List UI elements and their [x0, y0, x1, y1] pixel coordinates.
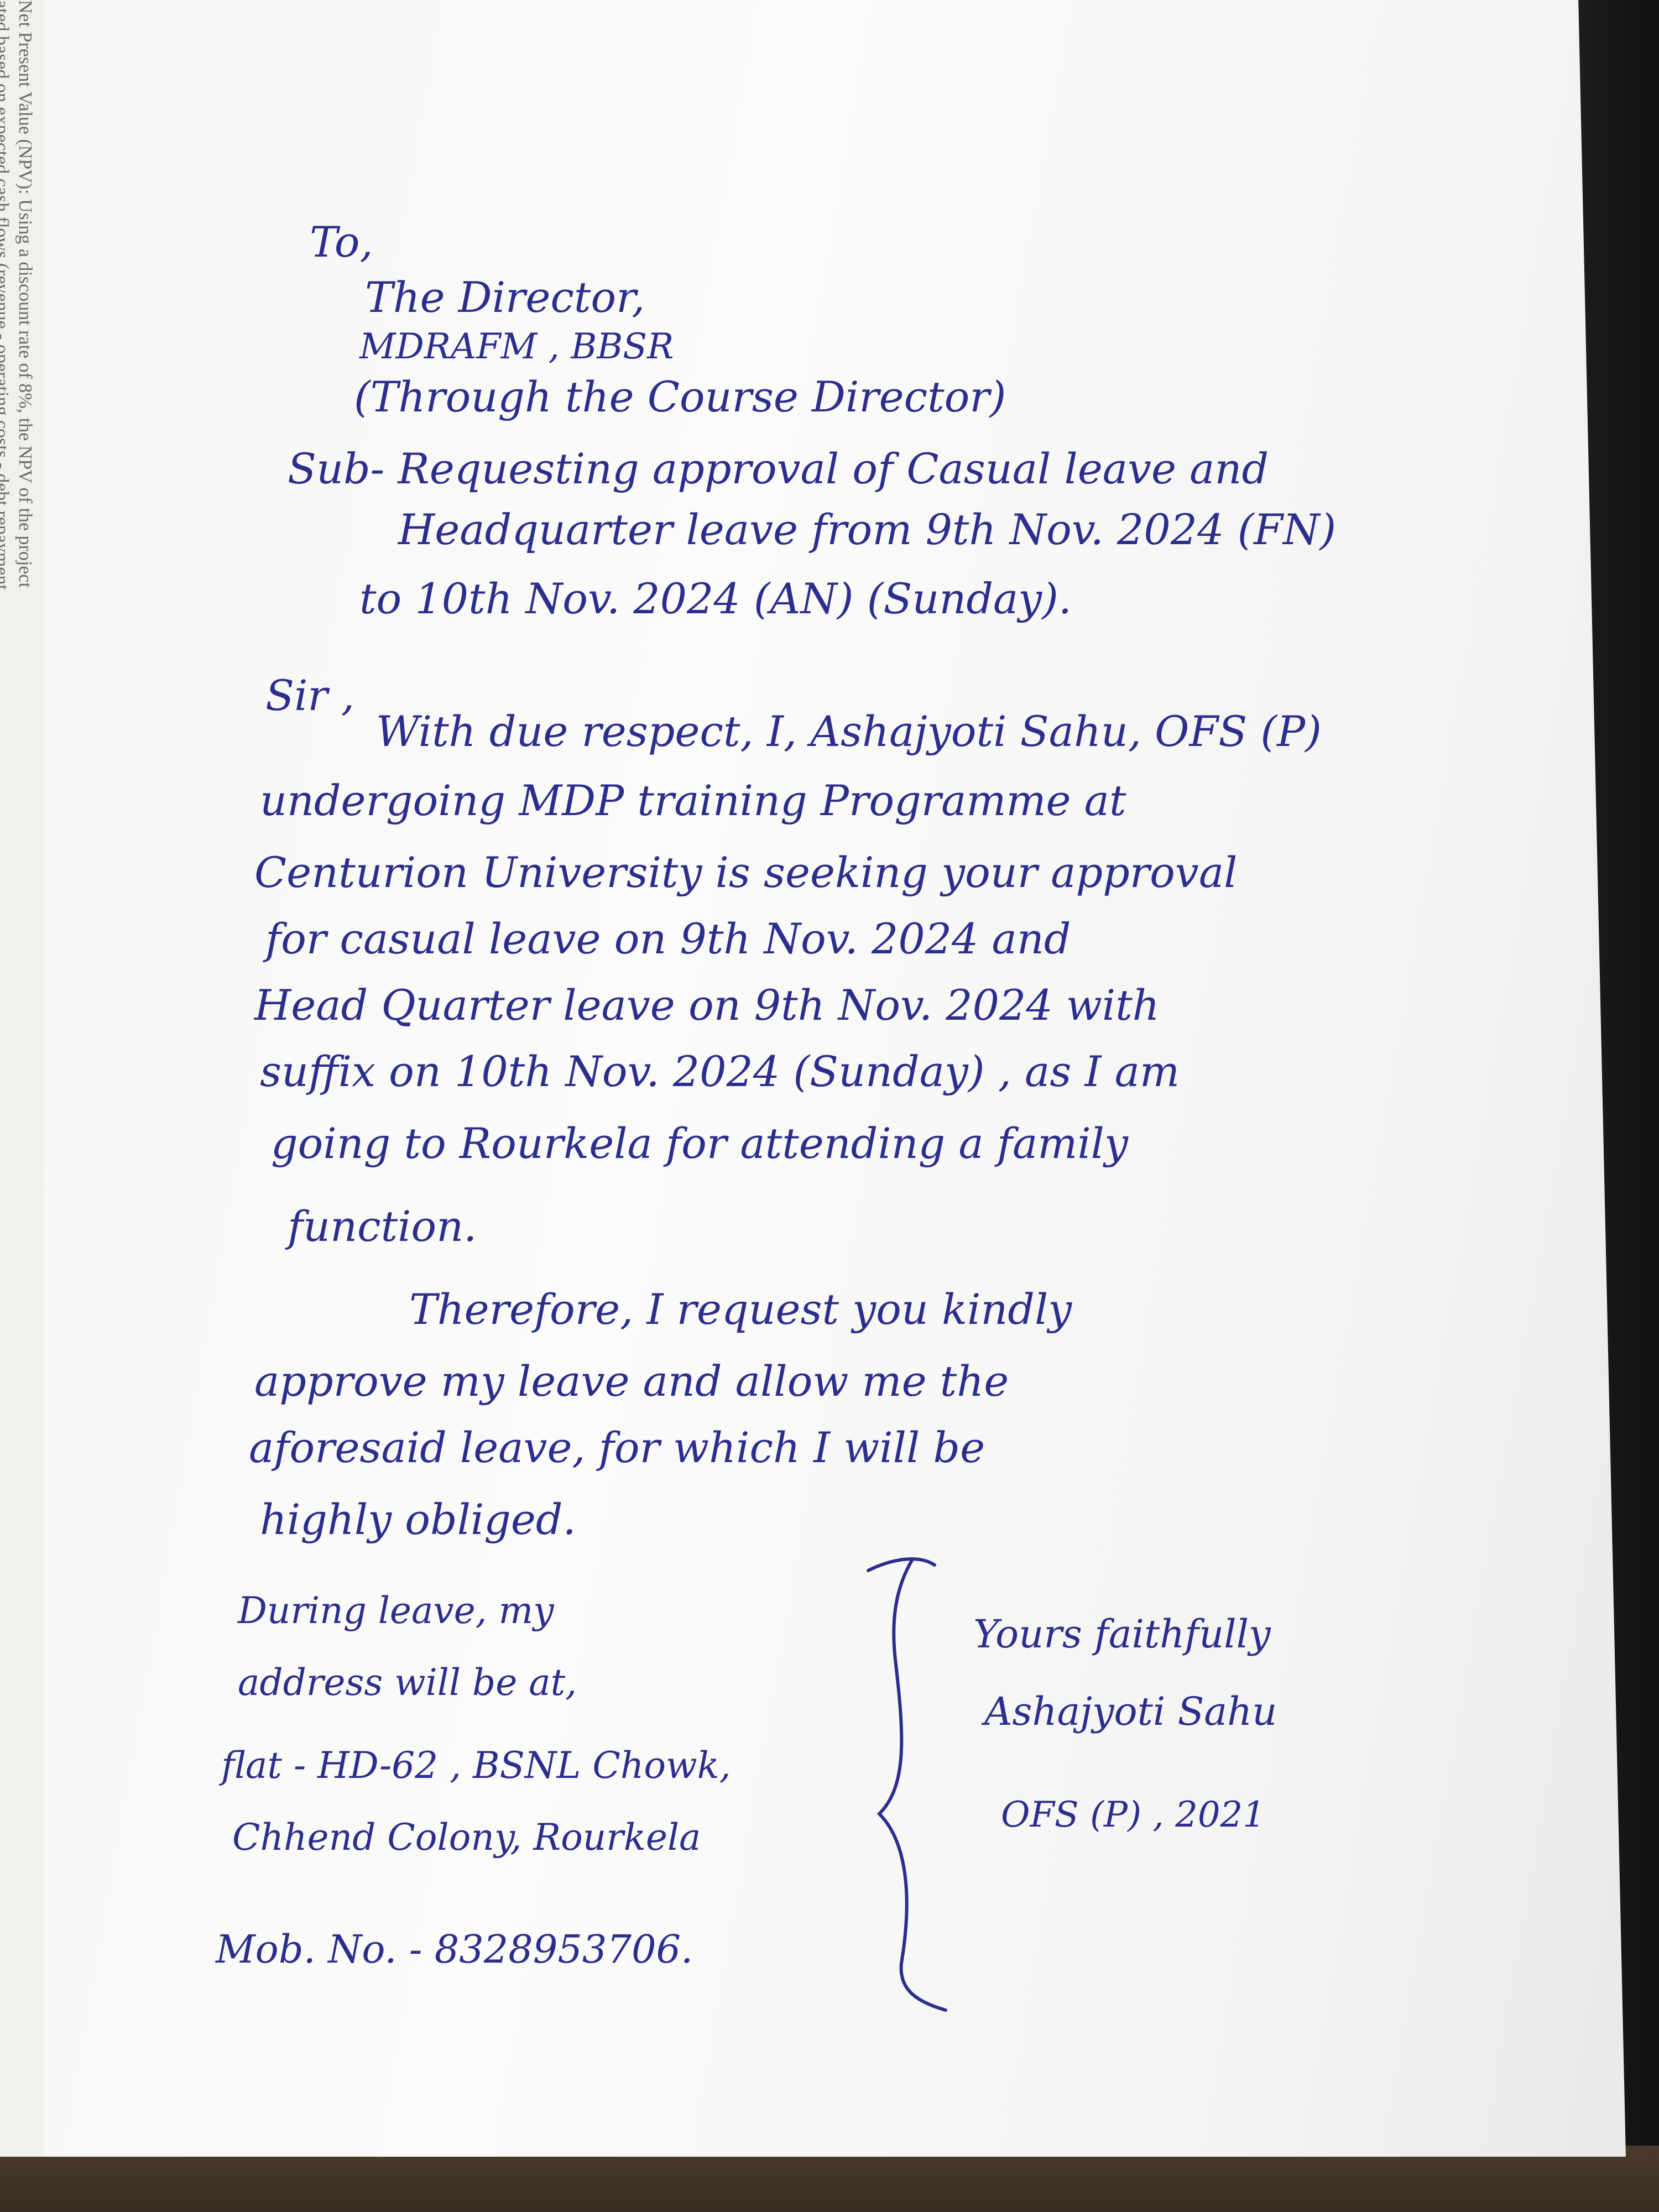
salutation-to: To,: [310, 217, 373, 267]
body-line: suffix on 10th Nov. 2024 (Sunday) , as I…: [260, 1047, 1180, 1096]
body-line: going to Rourkela for attending a family: [271, 1119, 1128, 1168]
underlying-line: Net Present Value (NPV): Using a discoun…: [15, 0, 35, 588]
signature-name: Ashajyoti Sahu: [984, 1689, 1277, 1734]
curly-brace-divider: [867, 1557, 947, 2012]
body-line: approve my leave and allow me the: [254, 1357, 1009, 1406]
underlying-line: ated based on expected cash flows (reven…: [0, 0, 12, 590]
subject-line-3: to 10th Nov. 2024 (AN) (Sunday).: [359, 574, 1072, 623]
address-line: Chhend Colony, Rourkela: [232, 1816, 701, 1859]
recipient-line-1: The Director,: [365, 273, 645, 322]
body-line: Centurion University is seeking your app…: [254, 848, 1238, 897]
closing: Yours faithfully: [973, 1611, 1271, 1657]
subject-line-2: Headquarter leave from 9th Nov. 2024 (FN…: [398, 505, 1337, 554]
underlying-printed-text: Net Present Value (NPV): Using a discoun…: [0, 0, 36, 995]
body-line: highly obliged.: [260, 1495, 576, 1544]
body-line: Therefore, I request you kindly: [409, 1285, 1072, 1334]
subject-line-1: Sub- Requesting approval of Casual leave…: [288, 444, 1269, 493]
body-line: With due respect, I, Ashajyoti Sahu, OFS…: [376, 707, 1322, 756]
body-line: for casual leave on 9th Nov. 2024 and: [265, 914, 1071, 963]
recipient-line-2: MDRAFM , BBSR: [359, 326, 674, 367]
address-line: During leave, my: [238, 1589, 554, 1632]
address-line: address will be at,: [238, 1661, 577, 1704]
body-line: aforesaid leave, for which I will be: [249, 1423, 985, 1472]
body-line: undergoing MDP training Programme at: [260, 776, 1126, 825]
body-line: function.: [288, 1202, 477, 1251]
body-line: Head Quarter leave on 9th Nov. 2024 with: [254, 980, 1160, 1030]
mobile-number: Mob. No. - 8328953706.: [216, 1927, 693, 1972]
recipient-line-3: (Through the Course Director): [354, 372, 1006, 421]
greeting: Sir ,: [265, 671, 355, 720]
desk-surface: [0, 2146, 1659, 2212]
address-line: flat - HD-62 , BSNL Chowk,: [221, 1744, 731, 1787]
handwritten-letter-sheet: To, The Director, MDRAFM , BBSR (Through…: [44, 0, 1626, 2157]
signature-designation: OFS (P) , 2021: [1001, 1794, 1265, 1835]
